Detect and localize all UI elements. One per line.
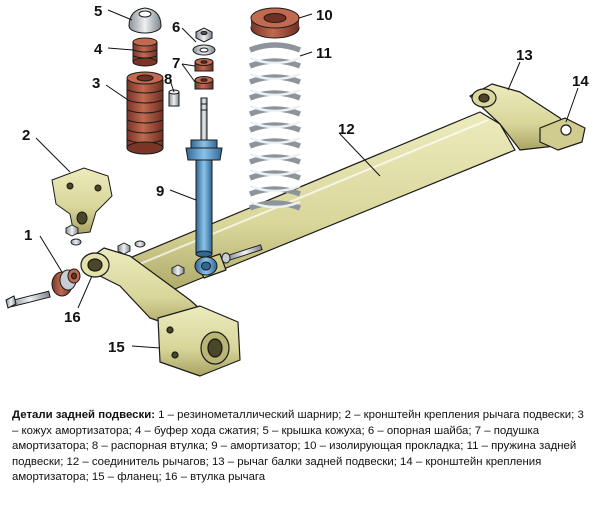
leader-12 <box>339 133 381 177</box>
callout-5: 5 <box>94 3 102 20</box>
small-hardware <box>65 224 263 277</box>
callout-10: 10 <box>316 7 333 24</box>
callout-9: 9 <box>156 183 164 200</box>
callout-13: 13 <box>516 47 533 64</box>
leader-3 <box>105 84 129 101</box>
callout-7: 7 <box>172 55 180 72</box>
callout-11: 11 <box>316 45 332 62</box>
callout-8: 8 <box>164 71 172 88</box>
leader-13 <box>507 61 521 91</box>
leader-2 <box>35 137 71 173</box>
leader-8 <box>169 79 175 93</box>
callout-4: 4 <box>94 41 103 58</box>
callout-numbers: 1 2 3 4 5 6 7 8 9 10 11 12 13 14 15 16 <box>22 3 589 356</box>
leader-9 <box>169 189 197 201</box>
callout-15: 15 <box>108 339 125 356</box>
callout-6: 6 <box>172 19 180 36</box>
suspension-diagram: 1 2 3 4 5 6 7 8 9 10 11 12 13 14 15 16 <box>5 3 589 377</box>
leader-16 <box>77 275 93 309</box>
callout-16: 16 <box>64 309 81 326</box>
leader-lines <box>35 9 579 349</box>
shock-mount-parts <box>168 27 216 107</box>
shock-cover-stack <box>126 7 164 155</box>
callout-3: 3 <box>92 75 100 92</box>
leader-5 <box>107 9 133 21</box>
rear-beam <box>80 83 586 377</box>
leader-10 <box>298 13 313 19</box>
rubber-metal-joint <box>5 268 81 309</box>
insulating-pad <box>250 7 300 39</box>
leader-7a <box>181 63 196 67</box>
caption-body: 1 – резинометаллический шарнир; 2 – крон… <box>12 409 584 484</box>
leader-6 <box>181 27 197 43</box>
callout-12: 12 <box>338 121 355 138</box>
arm-bracket <box>51 167 113 235</box>
caption-title: Детали задней подвески: <box>12 409 155 421</box>
caption: Детали задней подвески: 1 – резинометалл… <box>12 408 588 502</box>
leader-14 <box>565 87 579 123</box>
leader-7b <box>181 63 196 83</box>
callout-14: 14 <box>572 73 589 90</box>
leader-15 <box>131 345 161 349</box>
leader-11 <box>299 51 313 57</box>
leader-1 <box>39 235 63 273</box>
callout-2: 2 <box>22 127 30 144</box>
shock-absorber <box>185 97 223 276</box>
leader-4 <box>107 47 134 51</box>
callout-1: 1 <box>24 227 32 244</box>
coil-spring <box>248 42 302 211</box>
